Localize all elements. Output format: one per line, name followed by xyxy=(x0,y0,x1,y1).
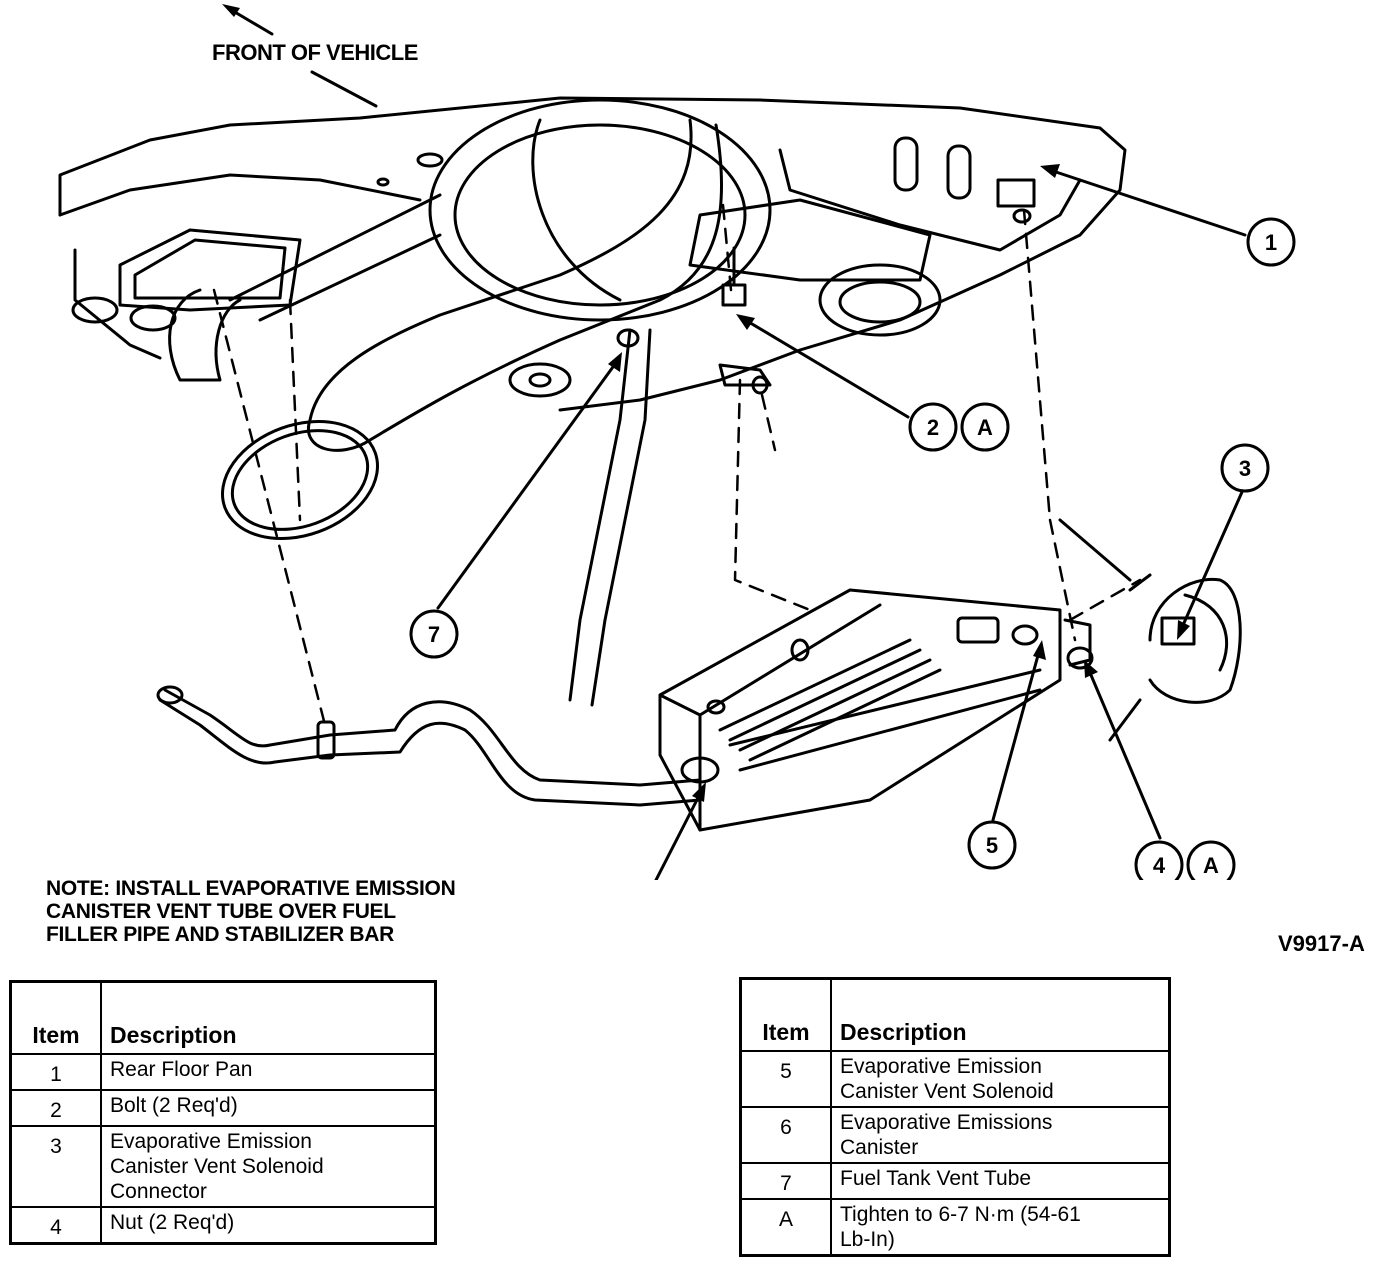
description-line: Canister Vent Solenoid xyxy=(840,1079,1054,1103)
table-row: 5 Evaporative Emission Canister Vent Sol… xyxy=(739,1049,1171,1108)
description-line: Connector xyxy=(110,1179,207,1203)
description-line: Bolt (2 Req'd) xyxy=(110,1093,238,1117)
table-row: 3 Evaporative Emission Canister Vent Sol… xyxy=(9,1124,437,1208)
item-table-right: Item Description 5 Evaporative Emission … xyxy=(739,977,1171,1257)
callout-5: 5 xyxy=(967,820,1017,870)
figure-id: V9917-A xyxy=(1278,931,1365,956)
item-number: 4 xyxy=(9,1205,102,1244)
table-row: 7 Fuel Tank Vent Tube xyxy=(739,1161,1171,1200)
callout-4-torque-a: A xyxy=(1186,840,1236,880)
solenoid-connector-drawing xyxy=(1058,518,1242,742)
fasteners-drawing xyxy=(616,178,1094,670)
vent-tube-drawing xyxy=(156,328,702,807)
description-line: Rear Floor Pan xyxy=(110,1057,253,1081)
svg-text:A: A xyxy=(1203,853,1219,878)
description-line: Evaporative Emission xyxy=(110,1129,312,1153)
rear-floor-pan-drawing xyxy=(58,96,1127,412)
callout-2: 2 xyxy=(908,402,958,452)
front-direction-arrow xyxy=(222,4,378,108)
item-description: Rear Floor Pan xyxy=(100,1052,437,1091)
svg-text:1: 1 xyxy=(1265,230,1277,255)
item-description: Tighten to 6-7 N·m (54-61 Lb-In) xyxy=(830,1197,1171,1256)
item-description: Fuel Tank Vent Tube xyxy=(830,1161,1171,1200)
column-header-description: Description xyxy=(830,977,1171,1052)
item-description: Evaporative Emission Canister Vent Solen… xyxy=(830,1049,1171,1108)
item-description: Nut (2 Req'd) xyxy=(100,1205,437,1244)
callout-4: 4 xyxy=(1134,840,1184,880)
item-table-left: Item Description 1 Rear Floor Pan 2 Bolt… xyxy=(9,980,437,1245)
description-line: Evaporative Emissions xyxy=(840,1110,1053,1134)
item-description: Evaporative Emission Canister Vent Solen… xyxy=(100,1124,437,1208)
description-line: Nut (2 Req'd) xyxy=(110,1210,235,1234)
item-number: 1 xyxy=(9,1052,102,1091)
svg-text:A: A xyxy=(977,415,993,440)
item-description: Bolt (2 Req'd) xyxy=(100,1088,437,1127)
note-line: FILLER PIPE AND STABILIZER BAR xyxy=(46,923,395,946)
item-number: 5 xyxy=(739,1049,832,1108)
table-row: 2 Bolt (2 Req'd) xyxy=(9,1088,437,1127)
svg-text:3: 3 xyxy=(1239,456,1251,481)
exploded-view-diagram: 1 2 A 3 7 5 4 A 6 xyxy=(58,4,1296,880)
item-number: 7 xyxy=(739,1161,832,1200)
description-line: Canister xyxy=(840,1135,919,1159)
leader-lines xyxy=(436,164,1247,880)
column-header-description: Description xyxy=(100,980,437,1055)
svg-text:2: 2 xyxy=(927,415,939,440)
table-row: 4 Nut (2 Req'd) xyxy=(9,1205,437,1244)
description-line: Fuel Tank Vent Tube xyxy=(840,1166,1032,1190)
item-number: 6 xyxy=(739,1105,832,1164)
table-row: A Tighten to 6-7 N·m (54-61 Lb-In) xyxy=(739,1197,1171,1256)
install-note: NOTE: INSTALL EVAPORATIVE EMISSION CANIS… xyxy=(46,877,566,946)
callout-7: 7 xyxy=(409,609,459,659)
column-header-item: Item xyxy=(739,977,832,1052)
description-line: Lb-In) xyxy=(840,1227,895,1251)
note-line: CANISTER VENT TUBE OVER FUEL xyxy=(46,900,396,923)
item-number: 2 xyxy=(9,1088,102,1127)
table-row: 6 Evaporative Emissions Canister xyxy=(739,1105,1171,1164)
table-row: 1 Rear Floor Pan xyxy=(9,1052,437,1091)
front-of-vehicle-label: FRONT OF VEHICLE xyxy=(212,40,418,65)
item-number: A xyxy=(739,1197,832,1256)
svg-text:7: 7 xyxy=(428,622,440,647)
alignment-dashes xyxy=(212,203,1142,727)
svg-text:4: 4 xyxy=(1153,853,1166,878)
callout-1: 1 xyxy=(1246,217,1296,267)
description-line: Evaporative Emission xyxy=(840,1054,1042,1078)
item-description: Evaporative Emissions Canister xyxy=(830,1105,1171,1164)
svg-text:5: 5 xyxy=(986,833,998,858)
callout-3: 3 xyxy=(1220,443,1270,493)
callout-2-torque-a: A xyxy=(960,402,1010,452)
column-header-item: Item xyxy=(9,980,102,1055)
evap-canister-drawing xyxy=(658,588,1092,832)
description-line: Canister Vent Solenoid xyxy=(110,1154,324,1178)
note-line: NOTE: INSTALL EVAPORATIVE EMISSION xyxy=(46,877,456,900)
item-number: 3 xyxy=(9,1124,102,1208)
description-line: Tighten to 6-7 N·m (54-61 xyxy=(840,1202,1081,1226)
